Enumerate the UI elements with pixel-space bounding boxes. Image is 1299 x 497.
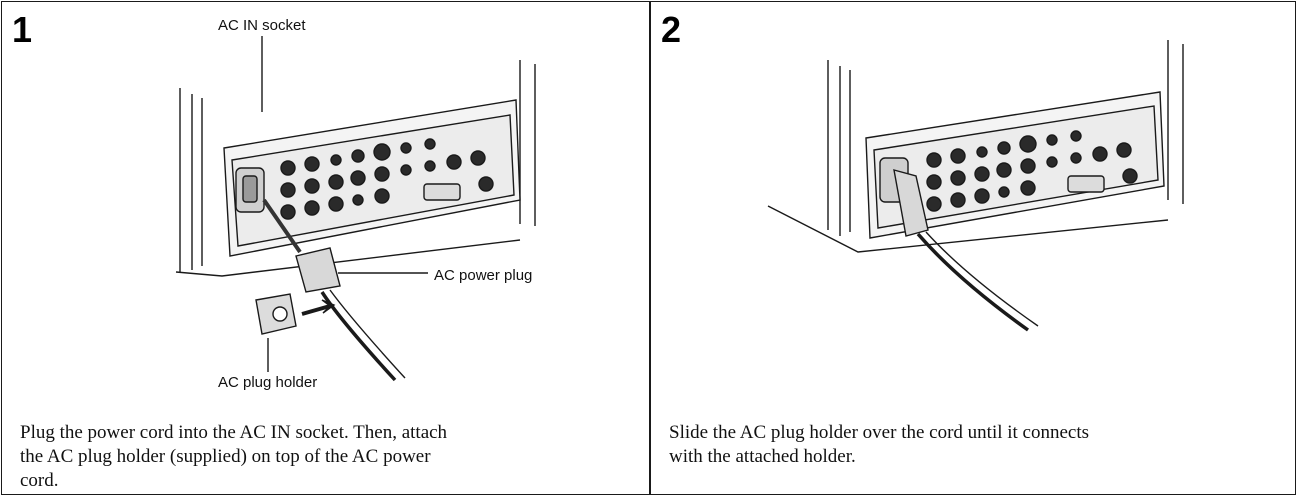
step-1-number: 1 (12, 9, 33, 50)
step-1-caption-line: cord. (20, 470, 59, 491)
assembled-plug-holder (893, 169, 929, 237)
step-2-caption: Slide the AC plug holder over the cord u… (669, 421, 1089, 469)
power-cord (320, 291, 397, 382)
step-2-caption-line: with the attached holder. (669, 446, 856, 467)
panel-divider (649, 2, 651, 494)
ac-plug-holder-label: AC plug holder (218, 374, 318, 391)
step-1-caption-line: Plug the power cord into the AC IN socke… (20, 422, 448, 443)
ac-power-plug (295, 247, 341, 293)
power-cord (916, 232, 1030, 332)
tv-cabinet-lines (827, 40, 1184, 236)
step-2-caption-line: Slide the AC plug holder over the cord u… (669, 422, 1090, 443)
step-2-illustration (767, 40, 1184, 332)
step-1-caption-line: the AC plug holder (supplied) on top of … (20, 446, 431, 467)
step-2-number: 2 (661, 9, 682, 50)
dsub-connector (1067, 175, 1105, 193)
dsub-connector (423, 183, 461, 201)
ac-in-socket-label: AC IN socket (218, 17, 306, 34)
step-1-illustration (175, 36, 536, 382)
step-1-caption: Plug the power cord into the AC IN socke… (20, 421, 447, 493)
ac-power-plug-label: AC power plug (434, 267, 533, 284)
tv-cabinet-lines (179, 60, 536, 272)
arrow-icon (321, 299, 336, 314)
